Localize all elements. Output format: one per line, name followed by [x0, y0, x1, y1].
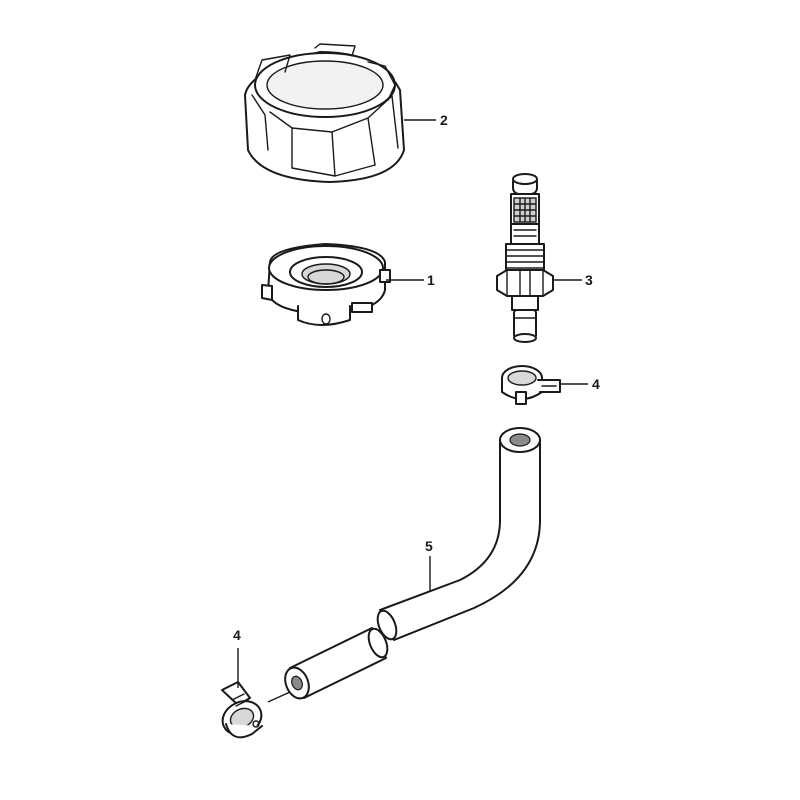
callout-4-upper: 4: [560, 376, 600, 392]
assembly-leader: [267, 691, 291, 703]
callout-5: 5: [425, 538, 433, 592]
callout-label: 3: [585, 272, 593, 288]
hose-clamp-lower[interactable]: [217, 681, 267, 741]
callout-label: 2: [440, 112, 448, 128]
callout-label: 4: [592, 376, 600, 392]
callout-1: 1: [386, 272, 435, 288]
hose-clamp-upper[interactable]: [501, 365, 561, 405]
callout-4-lower: 4: [233, 627, 241, 688]
callout-label: 1: [427, 272, 435, 288]
callout-2: 2: [404, 112, 448, 128]
fuel-cap[interactable]: [244, 43, 405, 183]
callout-label: 4: [233, 627, 241, 643]
fuel-filter[interactable]: [496, 173, 554, 343]
cap-base[interactable]: [261, 243, 391, 326]
callout-3: 3: [553, 272, 593, 288]
fuel-hose[interactable]: [281, 427, 541, 702]
callout-label: 5: [425, 538, 433, 554]
